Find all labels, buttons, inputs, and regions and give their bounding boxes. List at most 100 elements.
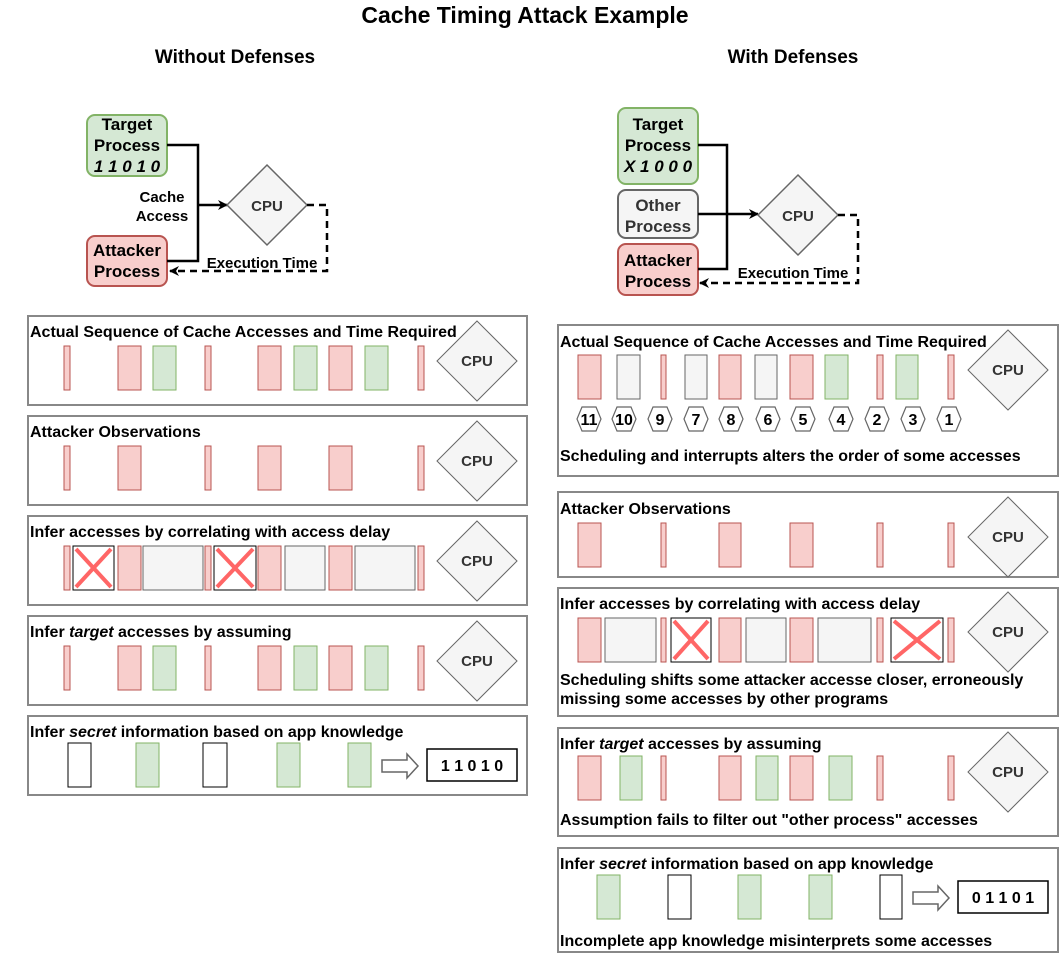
cross-mark-icon	[672, 619, 710, 661]
left-panel-actual-title: Actual Sequence of Cache Accesses and Ti…	[30, 324, 457, 341]
left-heading: Without Defenses	[155, 47, 315, 68]
right-panel-actual: Actual Sequence of Cache Accesses and Ti…	[557, 324, 1059, 477]
left-panel-observe-cpu-diamond	[436, 420, 518, 502]
order-hexagon	[718, 406, 744, 432]
target-access-bar	[347, 742, 372, 788]
left-target-label-1: Target	[102, 115, 153, 134]
right-other-label-2: Process	[625, 217, 691, 236]
attacker-access-bar	[417, 445, 425, 491]
left-panel-infer-secret: Infer secret information based on app kn…	[27, 715, 528, 796]
other-access-bar	[604, 617, 657, 663]
attacker-access-bar	[328, 545, 353, 591]
order-hexagon	[790, 406, 816, 432]
attacker-access-bar	[328, 345, 353, 391]
target-access-bar	[619, 755, 643, 801]
target-access-bar	[152, 645, 177, 691]
left-execution-arrow	[169, 203, 329, 276]
target-access-bar	[828, 755, 853, 801]
left-attacker-label-1: Attacker	[93, 241, 161, 260]
other-access-bar	[284, 545, 326, 591]
left-cache-label-1: Cache	[139, 189, 184, 206]
other-access-bar	[745, 617, 787, 663]
order-hexagon	[647, 406, 673, 432]
left-panel-infer-delay-cpu-label: CPU	[461, 553, 493, 570]
attacker-access-bar	[660, 354, 667, 400]
attacker-access-bar	[947, 522, 955, 568]
order-label: 8	[727, 412, 736, 429]
right-attacker-label-1: Attacker	[624, 251, 692, 270]
left-process-diagram: Target Process 1 1 0 1 0 Attacker Proces…	[86, 114, 329, 287]
right-panel-infer-secret: Infer secret information based on app kn…	[557, 847, 1059, 953]
attacker-access-bar	[718, 755, 742, 801]
target-access-bar	[808, 874, 833, 920]
right-cpu-label: CPU	[782, 208, 814, 225]
left-result-box	[426, 748, 518, 782]
right-panel-actual-title: Actual Sequence of Cache Accesses and Ti…	[560, 334, 987, 351]
attacker-access-bar	[577, 617, 602, 663]
order-hexagon	[900, 406, 926, 432]
left-panel-infer-target-cpu-label: CPU	[461, 653, 493, 670]
attacker-access-bar	[718, 354, 742, 400]
attacker-access-bar	[947, 617, 955, 663]
secret-bit-bar	[202, 742, 228, 788]
attacker-access-bar	[417, 345, 425, 391]
order-label: 3	[909, 412, 918, 429]
order-hexagon	[936, 406, 962, 432]
left-target-secret: 1 1 0 1 0	[94, 157, 161, 176]
target-access-bar	[293, 345, 318, 391]
attacker-access-bar	[63, 645, 71, 691]
attacker-access-bar	[417, 545, 425, 591]
right-panel-infer-target-note: Assumption fails to filter out "other pr…	[560, 812, 978, 829]
right-panel-observe-cpu-diamond	[967, 496, 1049, 578]
right-target-label-2: Process	[625, 136, 691, 155]
left-panel-actual: Actual Sequence of Cache Accesses and Ti…	[27, 315, 528, 406]
target-access-bar	[755, 755, 779, 801]
left-cpu-label: CPU	[251, 198, 283, 215]
attacker-access-bar	[117, 445, 142, 491]
order-label: 4	[837, 412, 846, 429]
order-label: 5	[799, 412, 808, 429]
right-process-diagram: Target Process X 1 0 0 0 Other Process A…	[617, 107, 860, 296]
attacker-access-bar	[257, 545, 282, 591]
attacker-access-bar	[660, 755, 667, 801]
target-access-bar	[895, 354, 919, 400]
attacker-access-bar	[328, 645, 353, 691]
right-attacker-label-2: Process	[625, 272, 691, 291]
right-panel-infer-delay-cpu-diamond	[967, 591, 1049, 673]
target-access-bar	[135, 742, 160, 788]
attacker-access-bar	[257, 345, 282, 391]
right-panel-infer-secret-note: Incomplete app knowledge misinterprets s…	[560, 933, 992, 950]
attacker-access-bar	[789, 522, 814, 568]
cross-mark-icon	[74, 547, 113, 589]
attacker-access-bar	[718, 617, 742, 663]
target-access-bar	[824, 354, 849, 400]
right-result-box	[957, 880, 1049, 914]
left-panel-observe-title: Attacker Observations	[30, 424, 201, 441]
left-panel-observe: Attacker Observations CPU	[27, 415, 528, 506]
right-panel-actual-cpu-label: CPU	[992, 362, 1024, 379]
attacker-access-bar	[257, 645, 282, 691]
right-panel-actual-cpu-diamond	[967, 329, 1049, 411]
attacker-access-bar	[577, 354, 602, 400]
right-panel-infer-delay-cpu-label: CPU	[992, 624, 1024, 641]
right-heading: With Defenses	[728, 47, 859, 68]
left-panel-infer-target-title: Infer target accesses by assuming	[30, 624, 291, 641]
order-hexagon	[755, 406, 781, 432]
other-access-bar	[754, 354, 778, 400]
attacker-access-bar	[876, 354, 884, 400]
attacker-access-bar	[577, 755, 602, 801]
attacker-access-bar	[876, 617, 884, 663]
left-panel-infer-delay-cpu-diamond	[436, 520, 518, 602]
order-label: 1	[945, 412, 954, 429]
attacker-access-bar	[876, 755, 884, 801]
right-result-arrow	[912, 884, 951, 912]
other-access-bar	[354, 545, 416, 591]
attacker-access-bar	[204, 345, 212, 391]
left-panel-infer-target: Infer target accesses by assuming CPU	[27, 615, 528, 706]
attacker-access-bar	[417, 645, 425, 691]
order-hexagon	[576, 406, 602, 432]
attacker-access-bar	[204, 645, 212, 691]
right-panel-infer-delay-note-2: missing some accesses by other programs	[560, 691, 888, 708]
attacker-access-bar	[577, 522, 602, 568]
order-label: 6	[764, 412, 773, 429]
